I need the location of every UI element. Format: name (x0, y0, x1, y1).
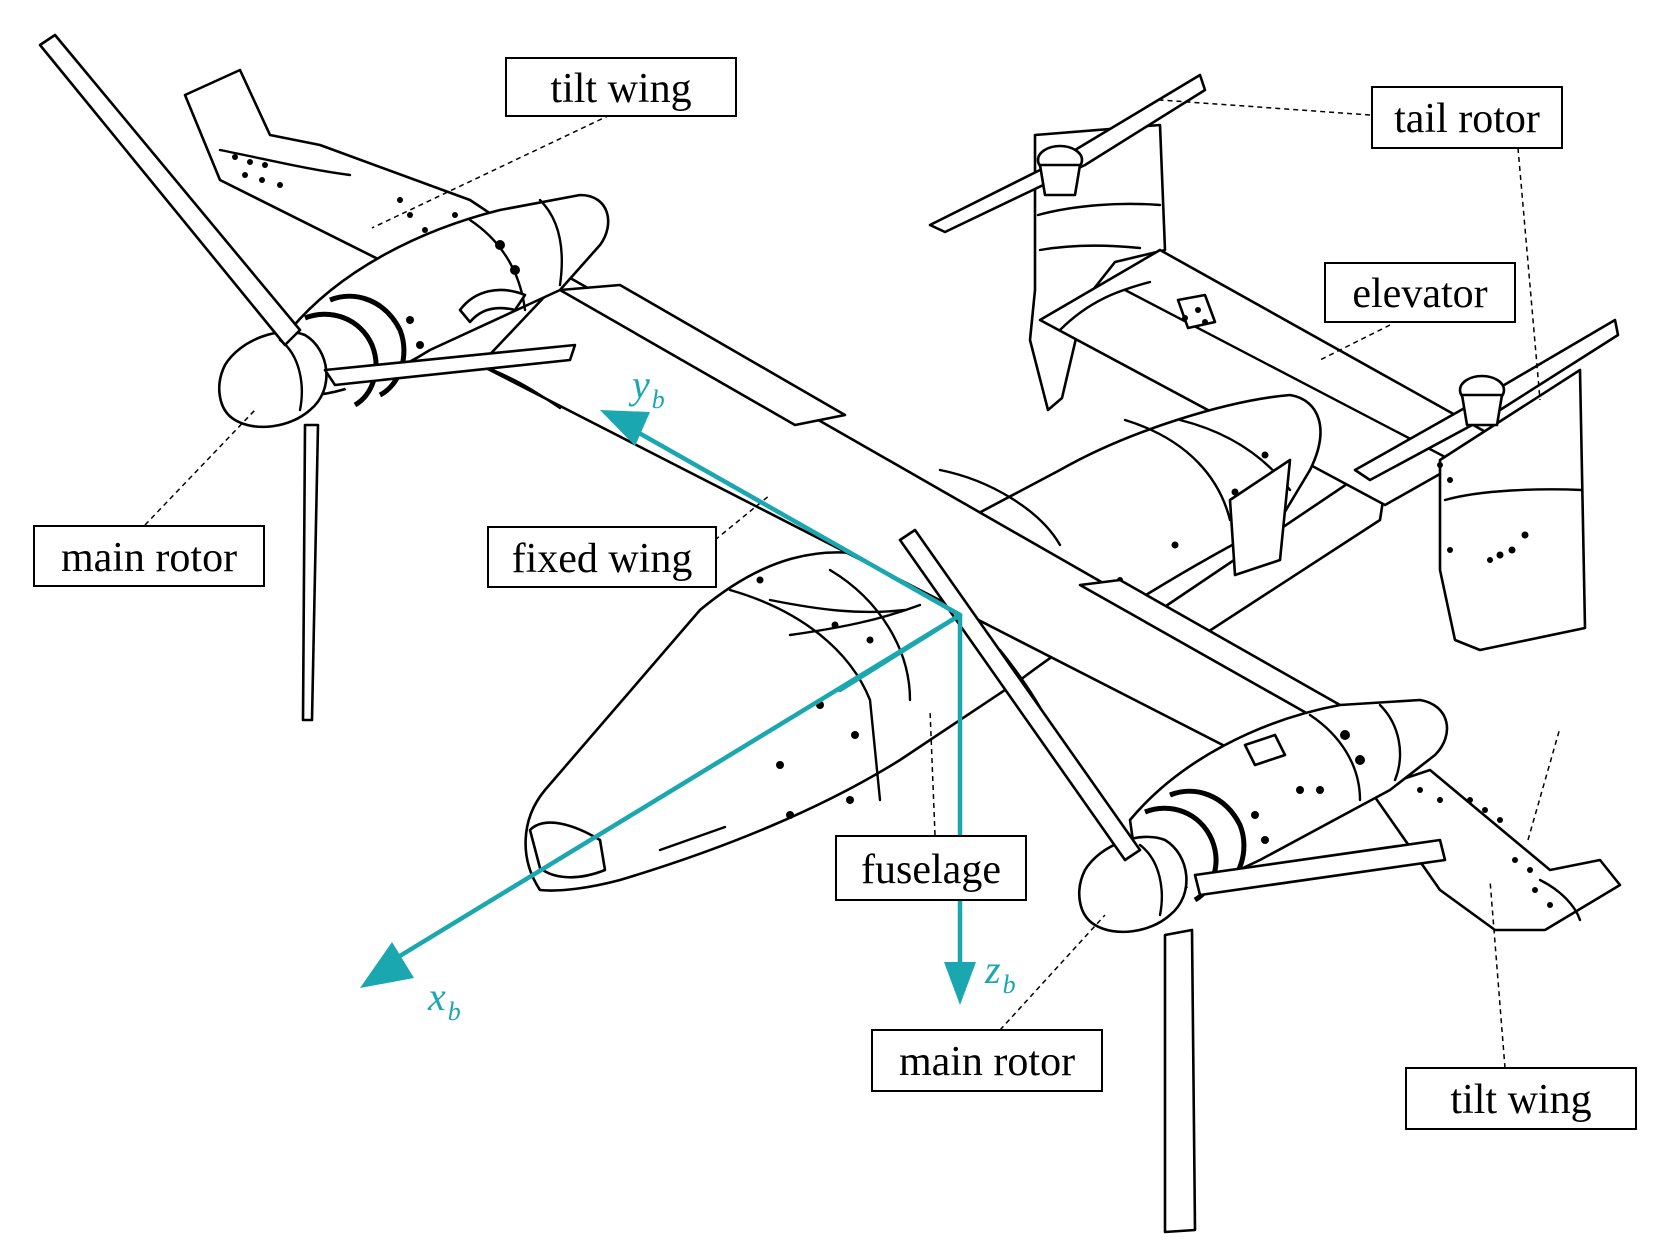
left-spinner (218, 330, 328, 429)
svg-text:tail rotor: tail rotor (1394, 96, 1540, 142)
label-tilt-wing-bottom: tilt wing (1405, 1067, 1637, 1130)
label-main-rotor-right: main rotor (871, 1029, 1103, 1092)
y-axis-label: yb (628, 362, 665, 414)
left-tilt-wing-group (38, 33, 610, 722)
label-fixed-wing: fixed wing (487, 526, 717, 588)
right-rotor-blade-side (1193, 838, 1447, 897)
z-axis-arrowhead (944, 962, 976, 1005)
svg-text:fuselage: fuselage (861, 847, 1001, 893)
tail-assembly (928, 73, 1620, 652)
z-axis-label: zb (984, 947, 1016, 999)
label-main-rotor-left: main rotor (33, 525, 265, 587)
right-vertical-fin (1438, 368, 1587, 652)
label-tilt-wing-top: tilt wing (505, 57, 737, 117)
label-tail-rotor: tail rotor (1371, 86, 1563, 149)
y-axis-arrowhead (600, 410, 650, 446)
leader-lines (144, 99, 1561, 1069)
left-rotor-blade-upper (38, 33, 302, 347)
right-rotor-blade-lower (1163, 928, 1197, 1234)
label-elevator: elevator (1324, 262, 1516, 323)
svg-text:elevator: elevator (1352, 271, 1487, 317)
y-axis-line (622, 422, 963, 618)
svg-text:main rotor: main rotor (899, 1039, 1075, 1085)
svg-text:main rotor: main rotor (61, 535, 237, 581)
left-rotor-blade-side (323, 343, 577, 387)
right-spinner (1078, 835, 1188, 934)
fuselage-shell (524, 393, 1322, 892)
label-fuselage: fuselage (835, 835, 1027, 901)
body-axes: yb xb zb (360, 362, 1016, 1026)
left-rotor-blade-lower (301, 423, 320, 722)
svg-text:tilt wing: tilt wing (550, 66, 691, 112)
svg-text:fixed wing: fixed wing (512, 536, 693, 582)
x-axis-arrowhead (360, 942, 414, 988)
svg-text:tilt wing: tilt wing (1450, 1077, 1591, 1123)
x-axis-label: xb (427, 974, 461, 1026)
fuselage-body (524, 393, 1322, 892)
callout-labels: tilt wing tail rotor elevator main rotor… (33, 57, 1637, 1130)
